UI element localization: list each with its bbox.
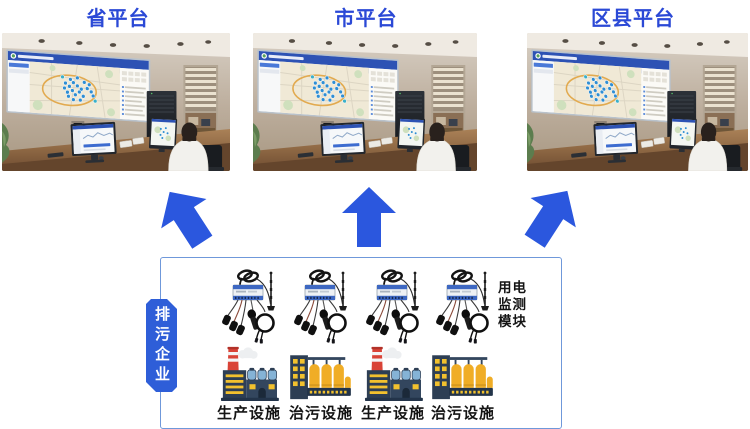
platform-title-city: 市平台 bbox=[334, 8, 398, 30]
electricity-monitor-module-icon bbox=[433, 267, 491, 345]
up-arrow-middle-icon bbox=[342, 187, 396, 247]
module-label: 用电 监测 模块 bbox=[498, 279, 527, 330]
facility-column-2: 治污设施 bbox=[285, 258, 357, 428]
treatment-plant-icon bbox=[290, 355, 351, 400]
facility-column-4: 治污设施 bbox=[427, 258, 499, 428]
factory-icon bbox=[220, 346, 280, 401]
facility-column-3: 生产设施 bbox=[357, 258, 429, 428]
facility-label: 生产设施 bbox=[216, 405, 281, 422]
treatment-plant-icon bbox=[432, 355, 493, 400]
electricity-monitor-module-icon bbox=[219, 267, 277, 345]
facility-label: 治污设施 bbox=[288, 405, 353, 422]
electricity-monitor-module-icon bbox=[363, 267, 421, 345]
control-room-photo-city bbox=[253, 33, 477, 171]
facility-column-1: 生产设施 bbox=[213, 258, 285, 428]
facility-label: 治污设施 bbox=[430, 405, 495, 422]
up-arrow-right-icon bbox=[512, 176, 590, 256]
electricity-monitor-module-icon bbox=[291, 267, 349, 345]
control-room-photo-district bbox=[527, 33, 748, 171]
enterprise-badge-label: 排污企业 bbox=[153, 305, 170, 386]
up-arrow-left-icon bbox=[147, 177, 225, 257]
enterprise-box: 排污企业 生产设施 治污设施 生产设施 治污设施 用电 监测 模块 bbox=[160, 257, 562, 429]
platform-title-province: 省平台 bbox=[86, 8, 150, 30]
enterprise-badge: 排污企业 bbox=[146, 299, 177, 392]
module-label-line3: 模块 bbox=[498, 314, 527, 329]
control-room-photo-province bbox=[2, 33, 230, 171]
module-label-line1: 用电 bbox=[498, 280, 527, 295]
factory-icon bbox=[364, 346, 424, 401]
facility-label: 生产设施 bbox=[360, 405, 425, 422]
module-label-line2: 监测 bbox=[498, 297, 527, 312]
platform-title-district: 区县平台 bbox=[591, 8, 675, 30]
